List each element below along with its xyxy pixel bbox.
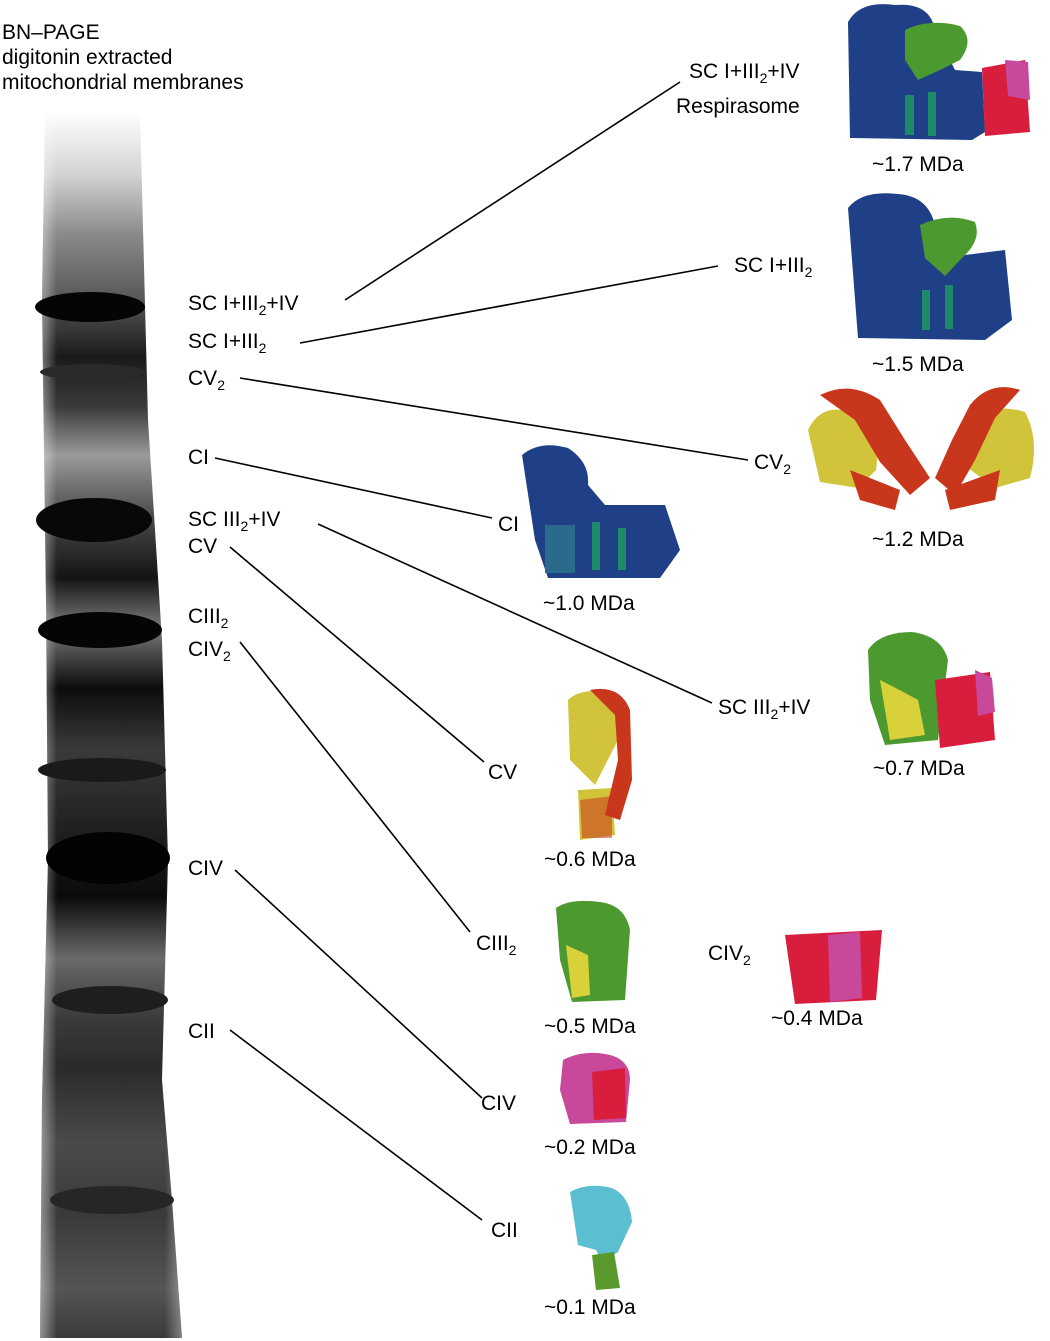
structure-civ2 [785,930,882,1004]
structure-civ [560,1053,630,1124]
gel-label-ciii2: CIII2 [188,605,228,629]
gel-label-sc-i-iii2: SC I+III2 [188,330,266,354]
structure-label-sc-iii2-iv: SC III2+IV [718,696,810,720]
structure-sc-i-iii2 [848,193,1012,340]
mass-label-cv2: ~1.2 MDa [872,528,964,552]
structure-label-cii: CII [491,1219,518,1243]
gel-label-cii: CII [188,1020,215,1044]
mass-label-respirasome: ~1.7 MDa [872,153,964,177]
structure-label-respirasome: SC I+III2+IV [689,60,800,84]
title-line-1: BN–PAGE [2,20,244,45]
figure-title: BN–PAGE digitonin extracted mitochondria… [2,20,244,95]
mass-label-cii: ~0.1 MDa [544,1296,636,1320]
mass-label-sc-iii2-iv: ~0.7 MDa [873,757,965,781]
connector-line [240,378,748,460]
gel-band [50,1186,174,1214]
structure-ciii2 [556,901,630,1002]
structure-label-ciii2: CIII2 [476,932,516,956]
mass-label-civ: ~0.2 MDa [544,1136,636,1160]
mass-label-cv: ~0.6 MDa [544,848,636,872]
structure-label-civ2: CIV2 [708,942,751,966]
structure-respirasome [848,4,1030,140]
gel-band [52,986,168,1014]
gel-label-cv: CV [188,535,217,559]
gel-label-sc-iii2-iv: SC III2+IV [188,508,280,532]
gel-band [40,364,144,380]
title-line-3: mitochondrial membranes [2,70,244,95]
structure-cii [570,1186,632,1290]
mass-label-ci: ~1.0 MDa [543,592,635,616]
structure-label-respirasome-line2: Respirasome [676,95,800,119]
mass-label-civ2: ~0.4 MDa [771,1007,863,1031]
connector-line [345,82,680,300]
mass-label-ciii2: ~0.5 MDa [544,1015,636,1039]
structure-cv2 [808,387,1034,510]
gel-band [38,612,162,648]
structure-sc-iii2-iv [868,632,995,748]
connector-line [230,547,484,762]
gel-lane [35,112,182,1338]
connector-line [235,870,482,1098]
gel-label-civ2: CIV2 [188,638,231,662]
connector-lines [215,82,748,1220]
gel-label-cv2: CV2 [188,367,225,391]
title-line-2: digitonin extracted [2,45,244,70]
mass-label-sc-i-iii2: ~1.5 MDa [872,353,964,377]
structure-label-ci: CI [498,513,519,537]
structure-label-sc-i-iii2: SC I+III2 [734,254,812,278]
structure-label-cv2: CV2 [754,451,791,475]
gel-band [35,292,145,322]
structure-label-civ: CIV [481,1092,516,1116]
gel-label-civ: CIV [188,857,223,881]
structure-cv [568,689,632,840]
gel-band [38,758,166,782]
structure-label-cv: CV [488,761,517,785]
gel-label-sc-resp: SC I+III2+IV [188,292,299,316]
connector-line [230,1030,482,1220]
connector-line [300,266,718,343]
structure-ci [522,445,680,578]
gel-label-ci: CI [188,446,209,470]
gel-band [36,498,152,542]
connector-line [240,642,470,932]
gel-band [46,832,170,884]
